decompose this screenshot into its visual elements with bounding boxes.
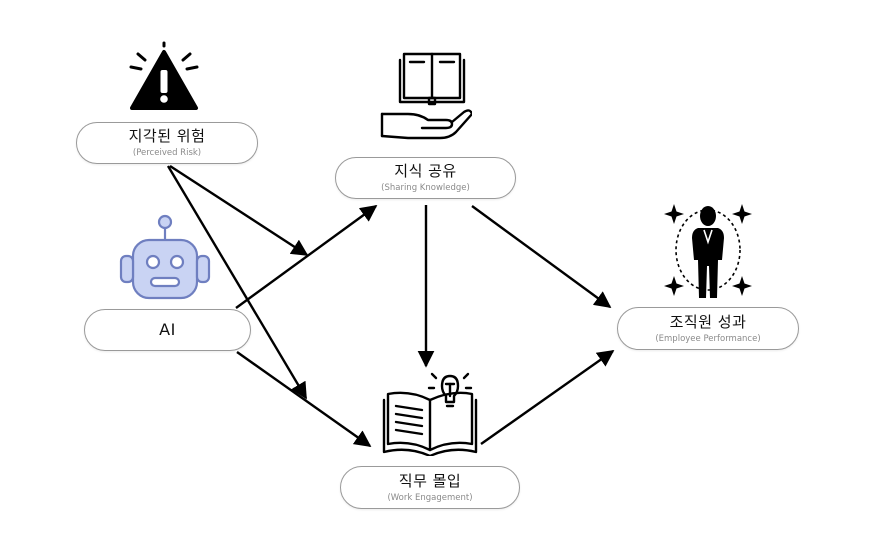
arrow-ai-to-sharing xyxy=(235,205,378,309)
robot-icon xyxy=(119,214,211,300)
node-ai: AI xyxy=(84,309,251,351)
node-subtitle: (Sharing Knowledge) xyxy=(381,183,470,193)
node-perceived-risk: 지각된 위험 (Perceived Risk) xyxy=(76,122,258,164)
node-title: 직무 몰입 xyxy=(398,471,462,490)
arrow-work-to-performance xyxy=(480,350,615,445)
node-title: 지식 공유 xyxy=(394,162,457,180)
warning-icon xyxy=(129,41,199,110)
node-employee-performance: 조직원 성과 (Employee Performance) xyxy=(617,307,799,350)
node-subtitle: (Perceived Risk) xyxy=(132,148,202,158)
person-sparkle-icon xyxy=(664,204,752,298)
book-lightbulb-icon xyxy=(382,372,478,456)
arrow-sharing-to-performance xyxy=(471,205,612,308)
node-title: 조직원 성과 xyxy=(669,312,747,331)
node-sharing-knowledge: 지식 공유 (Sharing Knowledge) xyxy=(335,157,516,199)
arrow-risk-to-work xyxy=(166,165,308,400)
node-title: AI xyxy=(159,320,176,339)
node-work-engagement: 직무 몰입 (Work Engagement) xyxy=(340,466,520,509)
node-subtitle: (Employee Performance) xyxy=(655,333,761,344)
node-title: 지각된 위험 xyxy=(128,127,206,145)
arrow-ai-to-work xyxy=(236,351,372,447)
book-hand-icon xyxy=(380,52,472,140)
node-subtitle: (Work Engagement) xyxy=(387,492,473,503)
arrow-risk-to-sharing xyxy=(169,164,309,257)
